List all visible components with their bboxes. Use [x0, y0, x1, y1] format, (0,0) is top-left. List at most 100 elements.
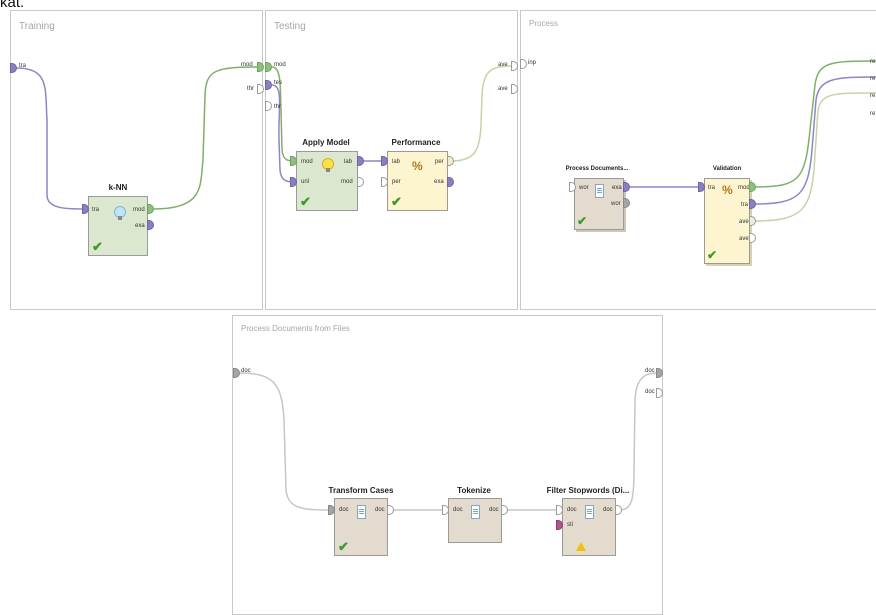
process-result-port-label-2: re	[870, 76, 876, 82]
knn-port-tra[interactable]	[82, 204, 89, 214]
testing-input-port-tes-label: tes	[274, 80, 283, 86]
testing-output-port-ave1[interactable]	[511, 61, 518, 71]
tokenize-port-doc-out[interactable]	[501, 505, 508, 515]
apply-model-port-mod-out[interactable]	[357, 177, 364, 187]
pdf-panel-title: Process Documents from Files	[241, 324, 350, 333]
training-thr-port[interactable]	[257, 84, 264, 94]
testing-output-port-ave2[interactable]	[511, 84, 518, 94]
tokenize-operator-name: Tokenize	[457, 486, 491, 495]
wire-filter-stopwords-to-pdf-output	[618, 372, 657, 511]
validation-port-tra[interactable]	[698, 182, 705, 192]
transform-cases-port-label-doc-in: doc	[339, 507, 349, 513]
pdf-input-port-label: doc	[241, 368, 251, 374]
transform-cases-port-doc-in[interactable]	[328, 505, 335, 515]
wire-test-tes-to-apply-model	[271, 84, 297, 183]
process-panel-title: Process	[529, 19, 558, 28]
check-icon: ✔	[300, 194, 311, 209]
process-documents-port-wor-out[interactable]	[623, 198, 630, 208]
training-input-port[interactable]	[10, 63, 17, 73]
apply-model-port-mod[interactable]	[290, 156, 297, 166]
training-panel: Training	[10, 10, 263, 310]
filter-stopwords-port-doc-out[interactable]	[615, 505, 622, 515]
transform-cases-operator[interactable]: doc doc ✔	[334, 498, 388, 556]
filter-stopwords-port-sti[interactable]	[556, 520, 563, 530]
apply-model-port-lab[interactable]	[357, 156, 364, 166]
pdf-output-port-doc1[interactable]	[656, 368, 663, 378]
process-documents-port-exa[interactable]	[623, 182, 630, 192]
knn-port-mod[interactable]	[147, 204, 154, 214]
performance-operator[interactable]: % lab per per exa ✔	[387, 151, 448, 211]
wire-validation-tra-to-result2	[753, 76, 876, 205]
performance-port-label-lab: lab	[392, 159, 401, 165]
process-result-port-label-1: re	[870, 59, 876, 65]
validation-port-label-tra-out: tra	[741, 202, 749, 208]
performance-icon: %	[412, 159, 423, 173]
wire-knn-to-training-output	[153, 66, 259, 210]
validation-port-label-tra: tra	[708, 185, 716, 191]
transform-cases-operator-name: Transform Cases	[328, 486, 394, 495]
tokenize-operator[interactable]: doc doc	[448, 498, 502, 543]
performance-port-label-exa: exa	[434, 179, 444, 185]
apply-model-port-unl[interactable]	[290, 177, 297, 187]
performance-port-per[interactable]	[381, 177, 388, 187]
validation-port-ave1[interactable]	[749, 216, 756, 226]
testing-output-port-ave2-label: ave	[498, 86, 508, 92]
process-input-port-label: inp	[528, 60, 537, 66]
process-result-port-label-4: re	[870, 111, 876, 117]
lightbulb-icon	[114, 206, 126, 220]
filter-stopwords-port-doc-in[interactable]	[556, 505, 563, 515]
check-icon: ✔	[92, 239, 103, 254]
process-result-port-label-3: re	[870, 93, 876, 99]
wire-training-input-to-knn	[16, 67, 89, 210]
performance-operator-name: Performance	[391, 138, 441, 147]
check-icon: ✔	[391, 194, 402, 209]
process-documents-port-label-wor: wor	[579, 185, 589, 191]
process-input-port[interactable]	[520, 59, 527, 69]
knn-port-exa[interactable]	[147, 220, 154, 230]
pdf-output-port-doc2[interactable]	[656, 388, 663, 398]
wire-performance-to-testing-output	[451, 65, 513, 162]
process-documents-operator[interactable]: wor exa wor ✔	[574, 178, 624, 230]
testing-input-port-mod-label: mod	[274, 62, 286, 68]
validation-port-label-ave1: ave	[739, 219, 749, 225]
process-panel: Process	[520, 10, 876, 310]
testing-input-port-thr[interactable]	[265, 101, 272, 111]
training-output-port-label: mod	[241, 62, 253, 68]
training-output-port[interactable]	[257, 62, 264, 72]
performance-port-label-per: per	[392, 179, 401, 185]
validation-port-mod[interactable]	[749, 182, 756, 192]
process-documents-port-wor[interactable]	[569, 182, 576, 192]
document-icon	[357, 505, 366, 519]
process-documents-port-label-exa: exa	[612, 185, 622, 191]
performance-port-lab[interactable]	[381, 156, 388, 166]
check-icon: ✔	[707, 248, 718, 262]
cropped-text-fragment: kat.	[0, 0, 25, 11]
wire-pdf-input-to-transform-cases	[239, 372, 334, 511]
check-icon: ✔	[338, 539, 349, 554]
document-icon	[471, 505, 480, 519]
testing-input-port-mod[interactable]	[265, 62, 272, 72]
filter-stopwords-operator[interactable]: doc sti doc	[562, 498, 616, 556]
validation-port-label-mod: mod	[738, 185, 750, 191]
testing-input-port-thr-label: thr	[274, 104, 282, 110]
knn-operator[interactable]: tra mod exa ✔	[88, 196, 148, 256]
transform-cases-port-doc-out[interactable]	[387, 505, 394, 515]
document-icon	[595, 184, 604, 198]
performance-icon: %	[722, 183, 733, 197]
validation-operator-name: Validation	[712, 166, 742, 172]
pdf-input-port[interactable]	[233, 368, 240, 378]
performance-port-exa[interactable]	[447, 177, 454, 187]
knn-port-label-exa: exa	[135, 223, 145, 229]
validation-port-ave2[interactable]	[749, 233, 756, 243]
tokenize-port-doc-in[interactable]	[442, 505, 449, 515]
performance-port-per-out[interactable]	[447, 156, 454, 166]
knn-port-label-tra: tra	[92, 207, 100, 213]
testing-input-port-tes[interactable]	[265, 80, 272, 90]
apply-model-operator-name: Apply Model	[302, 138, 350, 147]
training-input-port-label: tra	[19, 63, 27, 69]
lightbulb-icon	[322, 158, 334, 172]
validation-port-tra-out[interactable]	[749, 199, 756, 209]
